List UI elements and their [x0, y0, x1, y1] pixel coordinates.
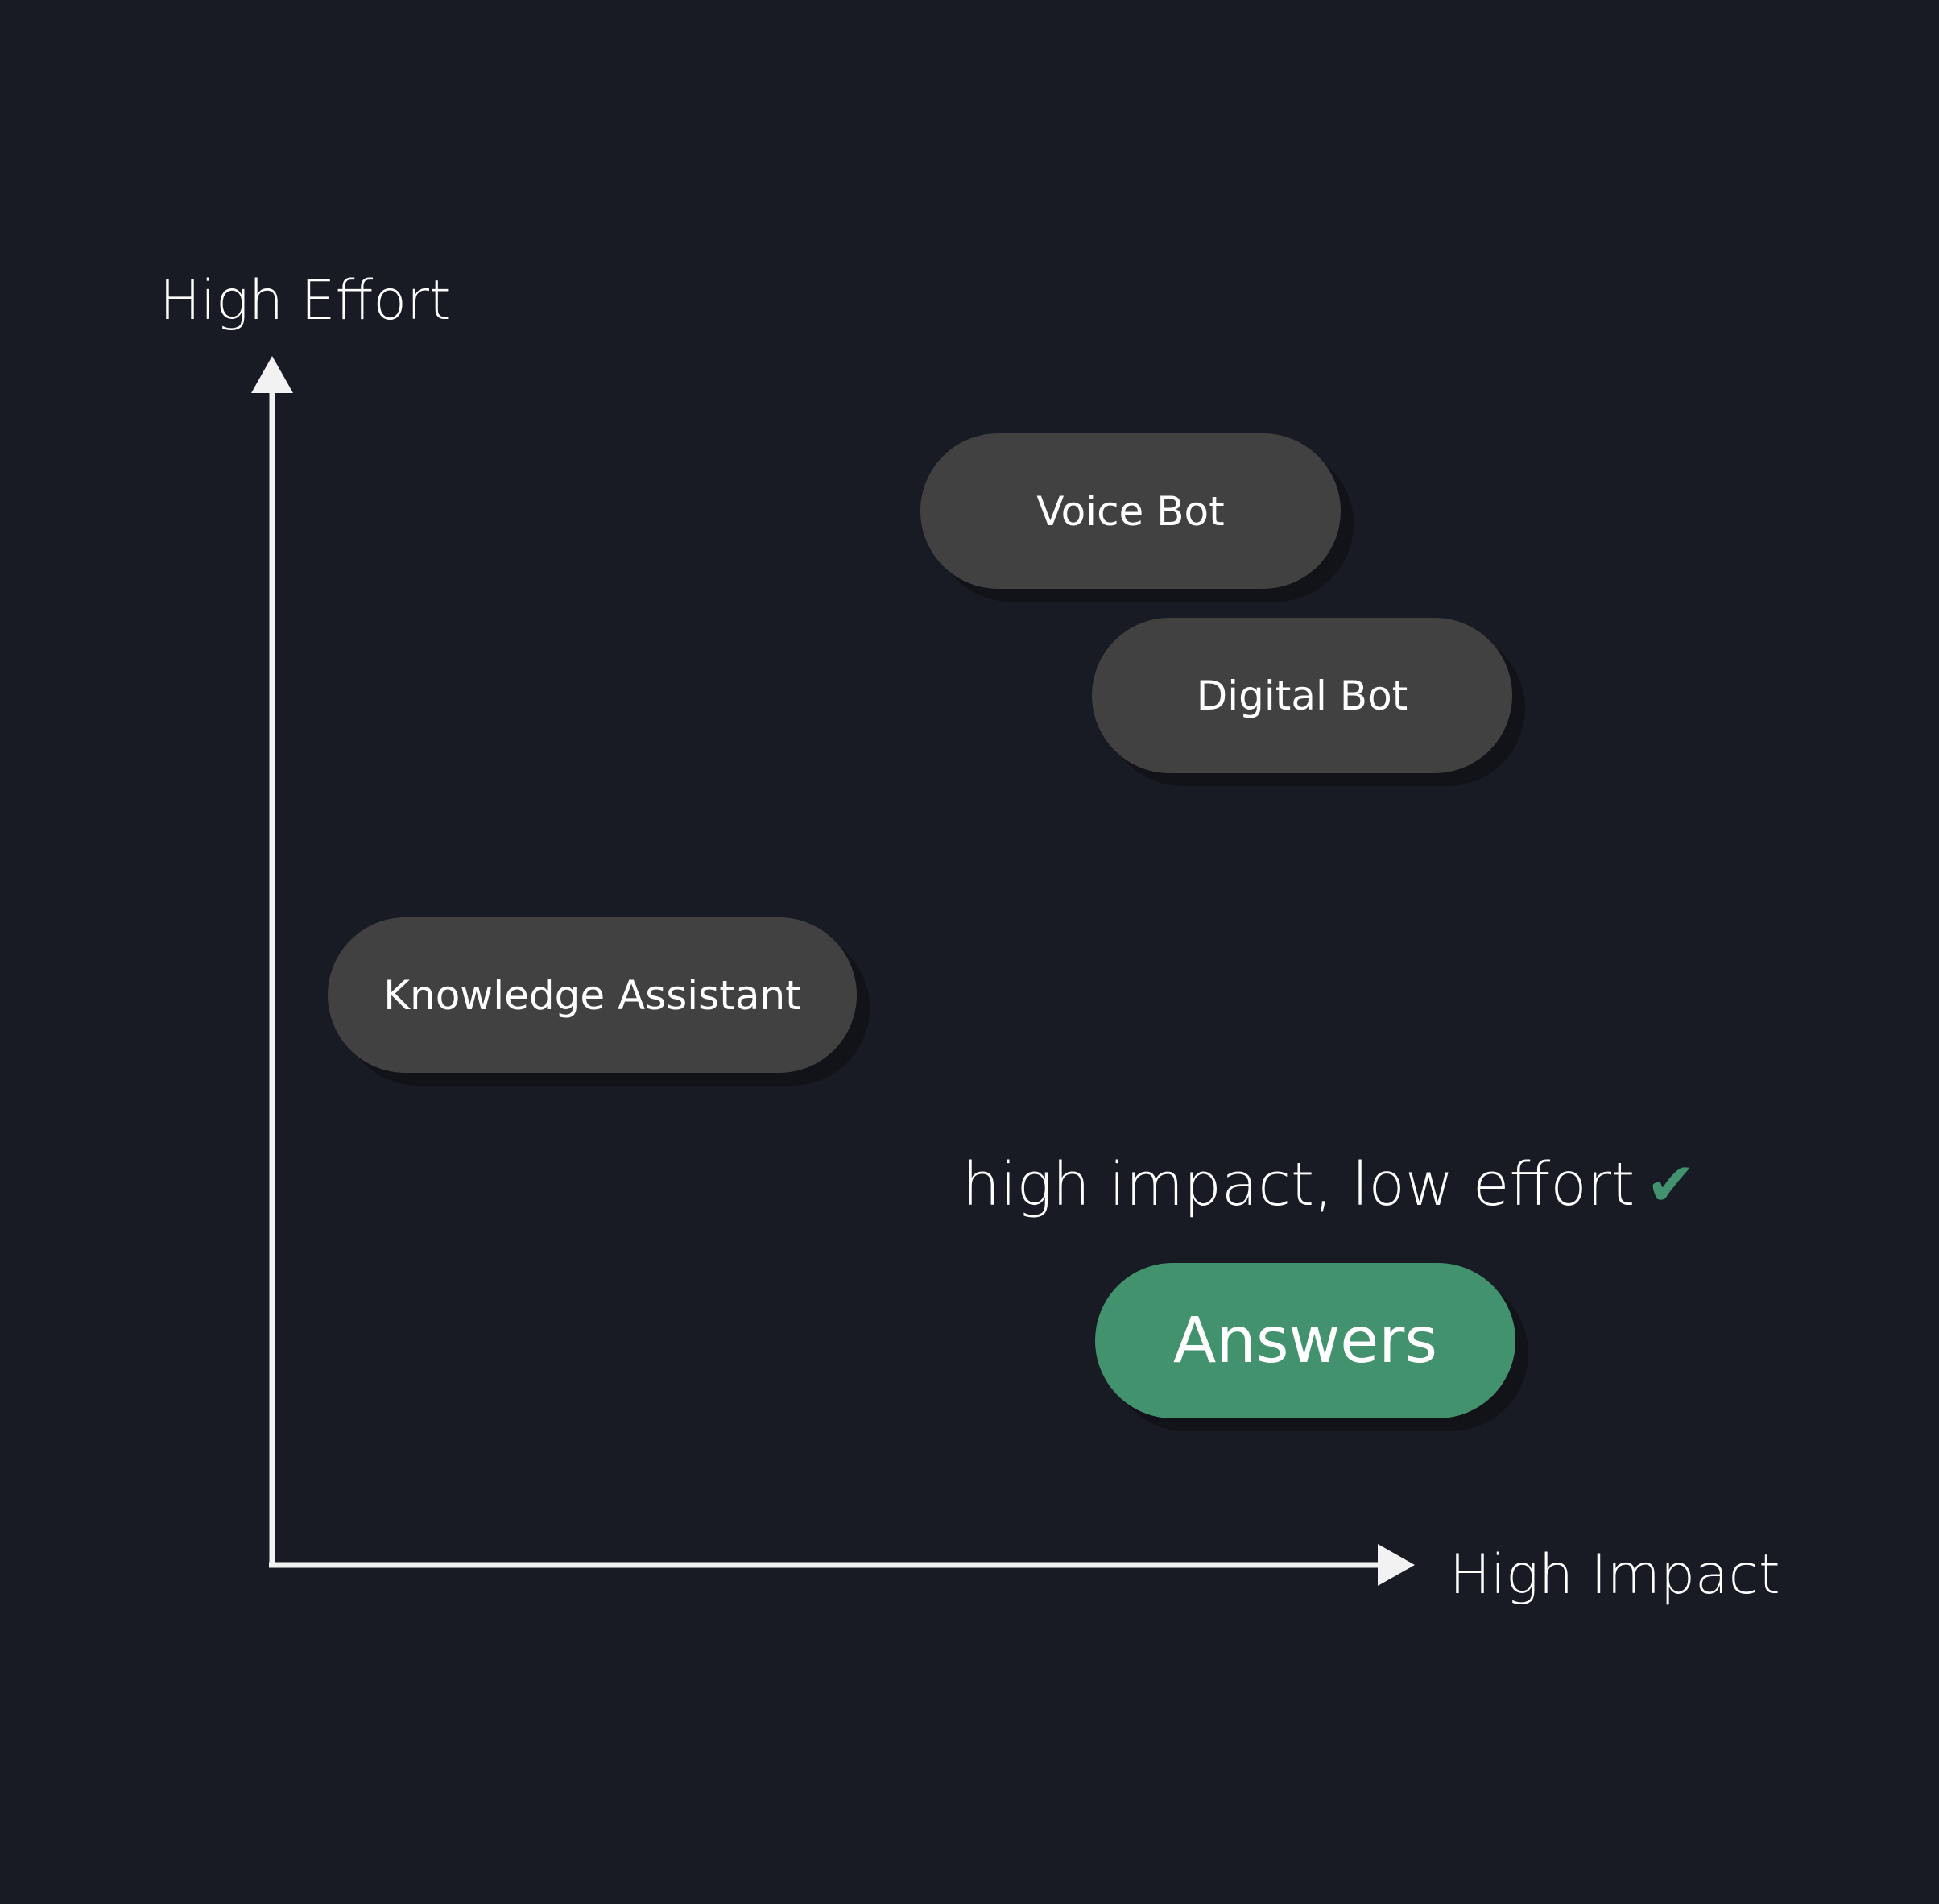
- check-icon: ✔: [1646, 1150, 1697, 1219]
- voice-bot-label: Voice Bot: [1036, 487, 1225, 535]
- voice-bot-pill: Voice Bot: [920, 433, 1341, 589]
- digital-bot-label: Digital Bot: [1196, 672, 1408, 719]
- x-axis-arrow-icon: [1378, 1544, 1415, 1586]
- knowledge-assistant-pill: Knowledge Assistant: [328, 917, 857, 1073]
- knowledge-assistant-label: Knowledge Assistant: [383, 971, 801, 1019]
- answers-pill: Answers: [1095, 1263, 1515, 1418]
- callout: high impact, low effort✔: [962, 1155, 1696, 1215]
- x-axis-label: High Impact: [1449, 1543, 1780, 1607]
- digital-bot-pill: Digital Bot: [1092, 618, 1512, 773]
- y-axis-label: High Effort: [159, 269, 451, 333]
- callout-text: high impact, low effort: [962, 1150, 1635, 1219]
- answers-label: Answers: [1173, 1304, 1437, 1377]
- y-axis-arrow-icon: [251, 356, 293, 393]
